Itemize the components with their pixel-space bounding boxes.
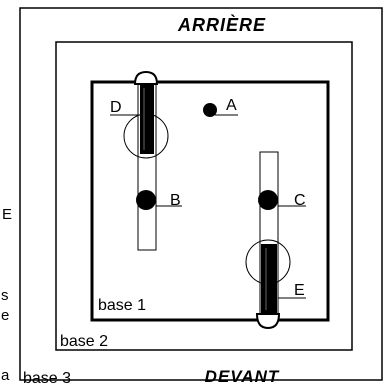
base-2-frame — [55, 41, 353, 351]
edge-text-a: a — [1, 367, 10, 384]
point-b-dot — [136, 190, 156, 210]
label-point-d: D — [110, 99, 122, 116]
right-cap — [255, 313, 281, 330]
label-base-2: base 2 — [60, 333, 108, 350]
edge-text-e: E — [2, 206, 12, 223]
base-3-frame — [19, 7, 383, 381]
label-point-c: C — [294, 192, 306, 209]
left-slot-dark — [140, 84, 154, 154]
label-point-b: B — [170, 192, 181, 209]
point-c-dot — [258, 190, 278, 210]
base-1-plate — [90, 80, 330, 322]
label-arriere: ARRIÈRE — [177, 14, 266, 35]
edge-text-e2: e — [1, 307, 9, 324]
left-slider-assembly — [123, 70, 169, 251]
edge-text-s-left: s — [1, 287, 9, 304]
label-devant: DEVANT — [205, 367, 280, 386]
left-cap — [133, 70, 159, 85]
label-base-1: base 1 — [98, 297, 146, 314]
right-slot-dark — [261, 244, 277, 314]
right-slider-assembly — [245, 151, 291, 330]
label-base-3: base 3 — [23, 370, 71, 387]
label-point-a: A — [226, 97, 237, 114]
point-a-dot — [203, 103, 217, 117]
label-point-e: E — [294, 282, 305, 299]
